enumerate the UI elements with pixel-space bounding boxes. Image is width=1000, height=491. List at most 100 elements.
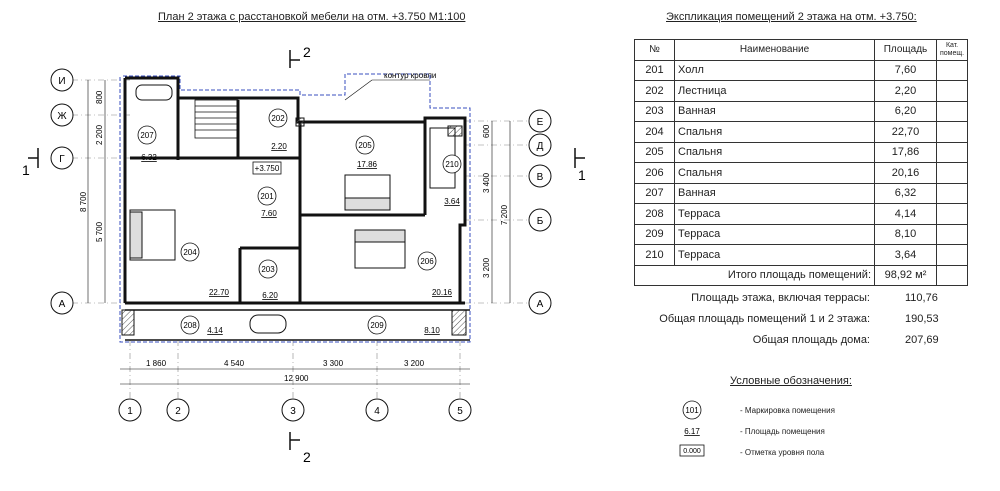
section-2-top: 2 [303, 44, 311, 60]
area-201: 7.60 [261, 209, 277, 218]
area-210: 3.64 [444, 197, 460, 206]
dim-left-1: 800 [95, 90, 104, 104]
legend-symbols: 101 6.17 0.000 [679, 400, 705, 457]
total-value: 98,92 м² [874, 264, 937, 286]
row-cat [935, 59, 969, 81]
row-name: Лестница [674, 80, 875, 102]
axis-A-left: А [59, 299, 66, 310]
row-cat [935, 121, 969, 143]
row-cat [935, 100, 969, 122]
legend-area-text: - Площадь помещения [740, 427, 825, 436]
row-cat [935, 182, 969, 204]
bathtub-207 [135, 84, 173, 101]
dim-bottom-2: 4 540 [224, 359, 245, 368]
dim-bottom-4: 3 200 [404, 359, 425, 368]
row-num: 205 [634, 141, 675, 163]
axis-D: Д [537, 141, 544, 152]
row-area: 20,16 [874, 162, 937, 184]
row-num: 207 [634, 182, 675, 204]
row-num: 203 [634, 100, 675, 122]
row-area: 4,14 [874, 203, 937, 225]
axis-Zh: Ж [57, 111, 67, 122]
row-cat [935, 244, 969, 266]
row-cat [935, 223, 969, 245]
room-areas: 6.32 2.20 17.86 3.64 7.60 22.70 6.20 20.… [141, 142, 460, 335]
summary-floor-label: Площадь этажа, включая террасы: [691, 292, 870, 304]
axis-I: И [58, 76, 65, 87]
area-203: 6.20 [262, 291, 278, 300]
furniture [129, 84, 456, 334]
axis-bubbles: И Ж Г А Е Д В Б А 1 2 3 4 5 [50, 68, 552, 422]
row-area: 3,64 [874, 244, 937, 266]
row-area: 8,10 [874, 223, 937, 245]
stairs [194, 99, 239, 139]
row-name: Спальня [674, 141, 875, 163]
axis-G: Г [59, 154, 65, 165]
area-209: 8.10 [424, 326, 440, 335]
row-name: Ванная [674, 100, 875, 122]
summary-floor-value: 110,76 [905, 292, 938, 304]
row-area: 2,20 [874, 80, 937, 102]
mark-205: 205 [358, 141, 372, 150]
dim-left-4: 5 700 [95, 221, 104, 242]
legend-mark-symbol: 101 [685, 406, 699, 415]
floor-plan: 207 202 205 210 201 204 203 206 208 209 … [22, 44, 586, 465]
plan-title: План 2 этажа с расстановкой мебели на от… [158, 11, 466, 23]
row-num: 208 [634, 203, 675, 225]
dim-right-3: 7 200 [500, 204, 509, 225]
dim-bottom-1: 1 860 [146, 359, 167, 368]
dim-right-2: 3 400 [482, 172, 491, 193]
roof-contour [119, 73, 471, 343]
row-cat [935, 203, 969, 225]
area-208: 4.14 [207, 326, 223, 335]
row-area: 6,32 [874, 182, 937, 204]
header-area: Площадь [874, 39, 937, 61]
dim-left-3: 8 700 [79, 191, 88, 212]
header-name: Наименование [674, 39, 875, 61]
section-2-bottom: 2 [303, 449, 311, 465]
axis-4: 4 [374, 406, 380, 417]
header-num: № [634, 39, 675, 61]
legend-mark-text: - Маркировка помещения [740, 406, 835, 415]
row-num: 201 [634, 59, 675, 81]
header-cat: Кат. помещ. [935, 39, 969, 61]
area-202: 2.20 [271, 142, 287, 151]
dimension-lines [87, 80, 511, 385]
row-area: 22,70 [874, 121, 937, 143]
row-name: Терраса [674, 223, 875, 245]
axis-A-right: А [537, 299, 544, 310]
level-mark: +3.750 [255, 164, 280, 173]
axis-E: Е [537, 117, 544, 128]
row-name: Ванная [674, 182, 875, 204]
mark-210: 210 [445, 160, 459, 169]
row-num: 204 [634, 121, 675, 143]
total-cat [935, 264, 969, 286]
mark-209: 209 [370, 321, 384, 330]
axis-3: 3 [290, 406, 296, 417]
axis-5: 5 [457, 406, 463, 417]
row-name: Холл [674, 59, 875, 81]
row-name: Терраса [674, 203, 875, 225]
mark-202: 202 [271, 114, 285, 123]
row-cat [935, 80, 969, 102]
row-num: 202 [634, 80, 675, 102]
mark-201: 201 [260, 192, 274, 201]
mark-203: 203 [261, 265, 275, 274]
dim-total: 12 900 [284, 374, 309, 383]
row-area: 6,20 [874, 100, 937, 122]
dim-bottom-3: 3 300 [323, 359, 344, 368]
axis-V: В [537, 172, 544, 183]
row-name: Спальня [674, 162, 875, 184]
axis-B: Б [537, 216, 544, 227]
row-area: 17,86 [874, 141, 937, 163]
row-area: 7,60 [874, 59, 937, 81]
